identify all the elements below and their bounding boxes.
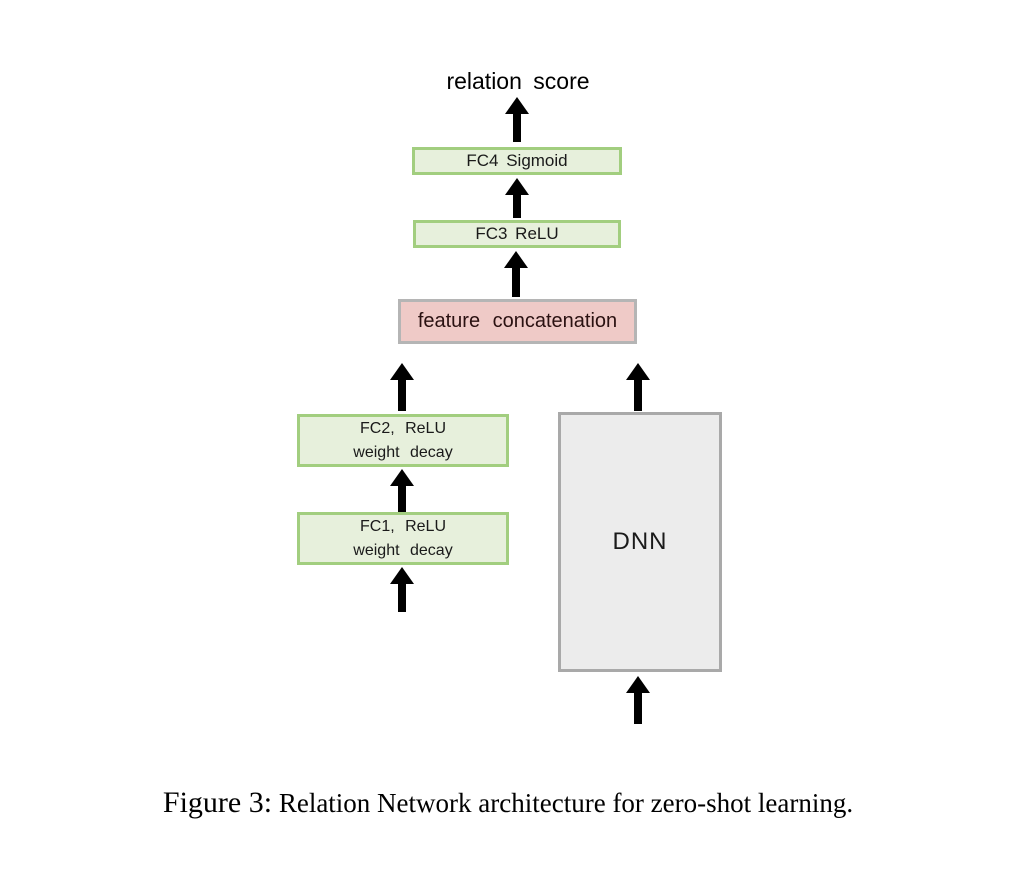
arrow-stem [513,114,521,142]
figure-caption-text: Relation Network architecture for zero-s… [272,788,854,818]
arrow-stem [398,380,406,411]
feature-concatenation-box: feature concatenation [398,299,637,344]
figure-number-label: Figure 3: [162,786,273,819]
arrowhead-icon [390,567,414,584]
arrowhead-icon [505,178,529,195]
arrow-stem [512,268,520,297]
up-arrow-fc2-to-concat [390,363,414,411]
dnn-label: DNN [612,528,668,555]
figure-caption: Figure 3: Relation Network architecture … [0,786,1016,820]
arrow-stem [634,380,642,411]
arrowhead-icon [626,676,650,693]
fc1-relu-label: FC1, ReLU [359,518,447,536]
up-arrow-fc3-to-fc4 [505,178,529,218]
arrowhead-icon [390,469,414,486]
arrowhead-icon [626,363,650,380]
arrowhead-icon [504,251,528,268]
arrowhead-icon [505,97,529,114]
up-arrow-dnn-to-concat [626,363,650,411]
fc2-relu-weight-decay-box: FC2, ReLU weight decay [297,414,509,467]
arrowhead-icon [390,363,414,380]
feature-concatenation-label: feature concatenation [417,310,618,332]
fc2-relu-label: FC2, ReLU [359,420,447,438]
dnn-box: DNN [558,412,722,672]
fc3-relu-box: FC3 ReLU [413,220,621,248]
fc1-relu-weight-decay-box: FC1, ReLU weight decay [297,512,509,565]
arrow-stem [398,486,406,512]
fc2-weight-decay-label: weight decay [353,443,453,461]
up-arrow-concat-to-fc3 [504,251,528,297]
up-arrow-fc1-to-fc2 [390,469,414,512]
fc4-sigmoid-box: FC4 Sigmoid [412,147,622,175]
arrow-stem [398,584,406,612]
arrow-stem [634,693,642,724]
up-arrow-input-to-fc1 [390,567,414,612]
up-arrow-fc4-to-output [505,97,529,142]
fc1-weight-decay-label: weight decay [353,541,453,559]
relation-score-label: relation score [446,68,590,94]
up-arrow-input-to-dnn [626,676,650,724]
arrow-stem [513,195,521,218]
fc3-relu-label: FC3 ReLU [475,224,559,243]
fc4-sigmoid-label: FC4 Sigmoid [466,151,568,170]
